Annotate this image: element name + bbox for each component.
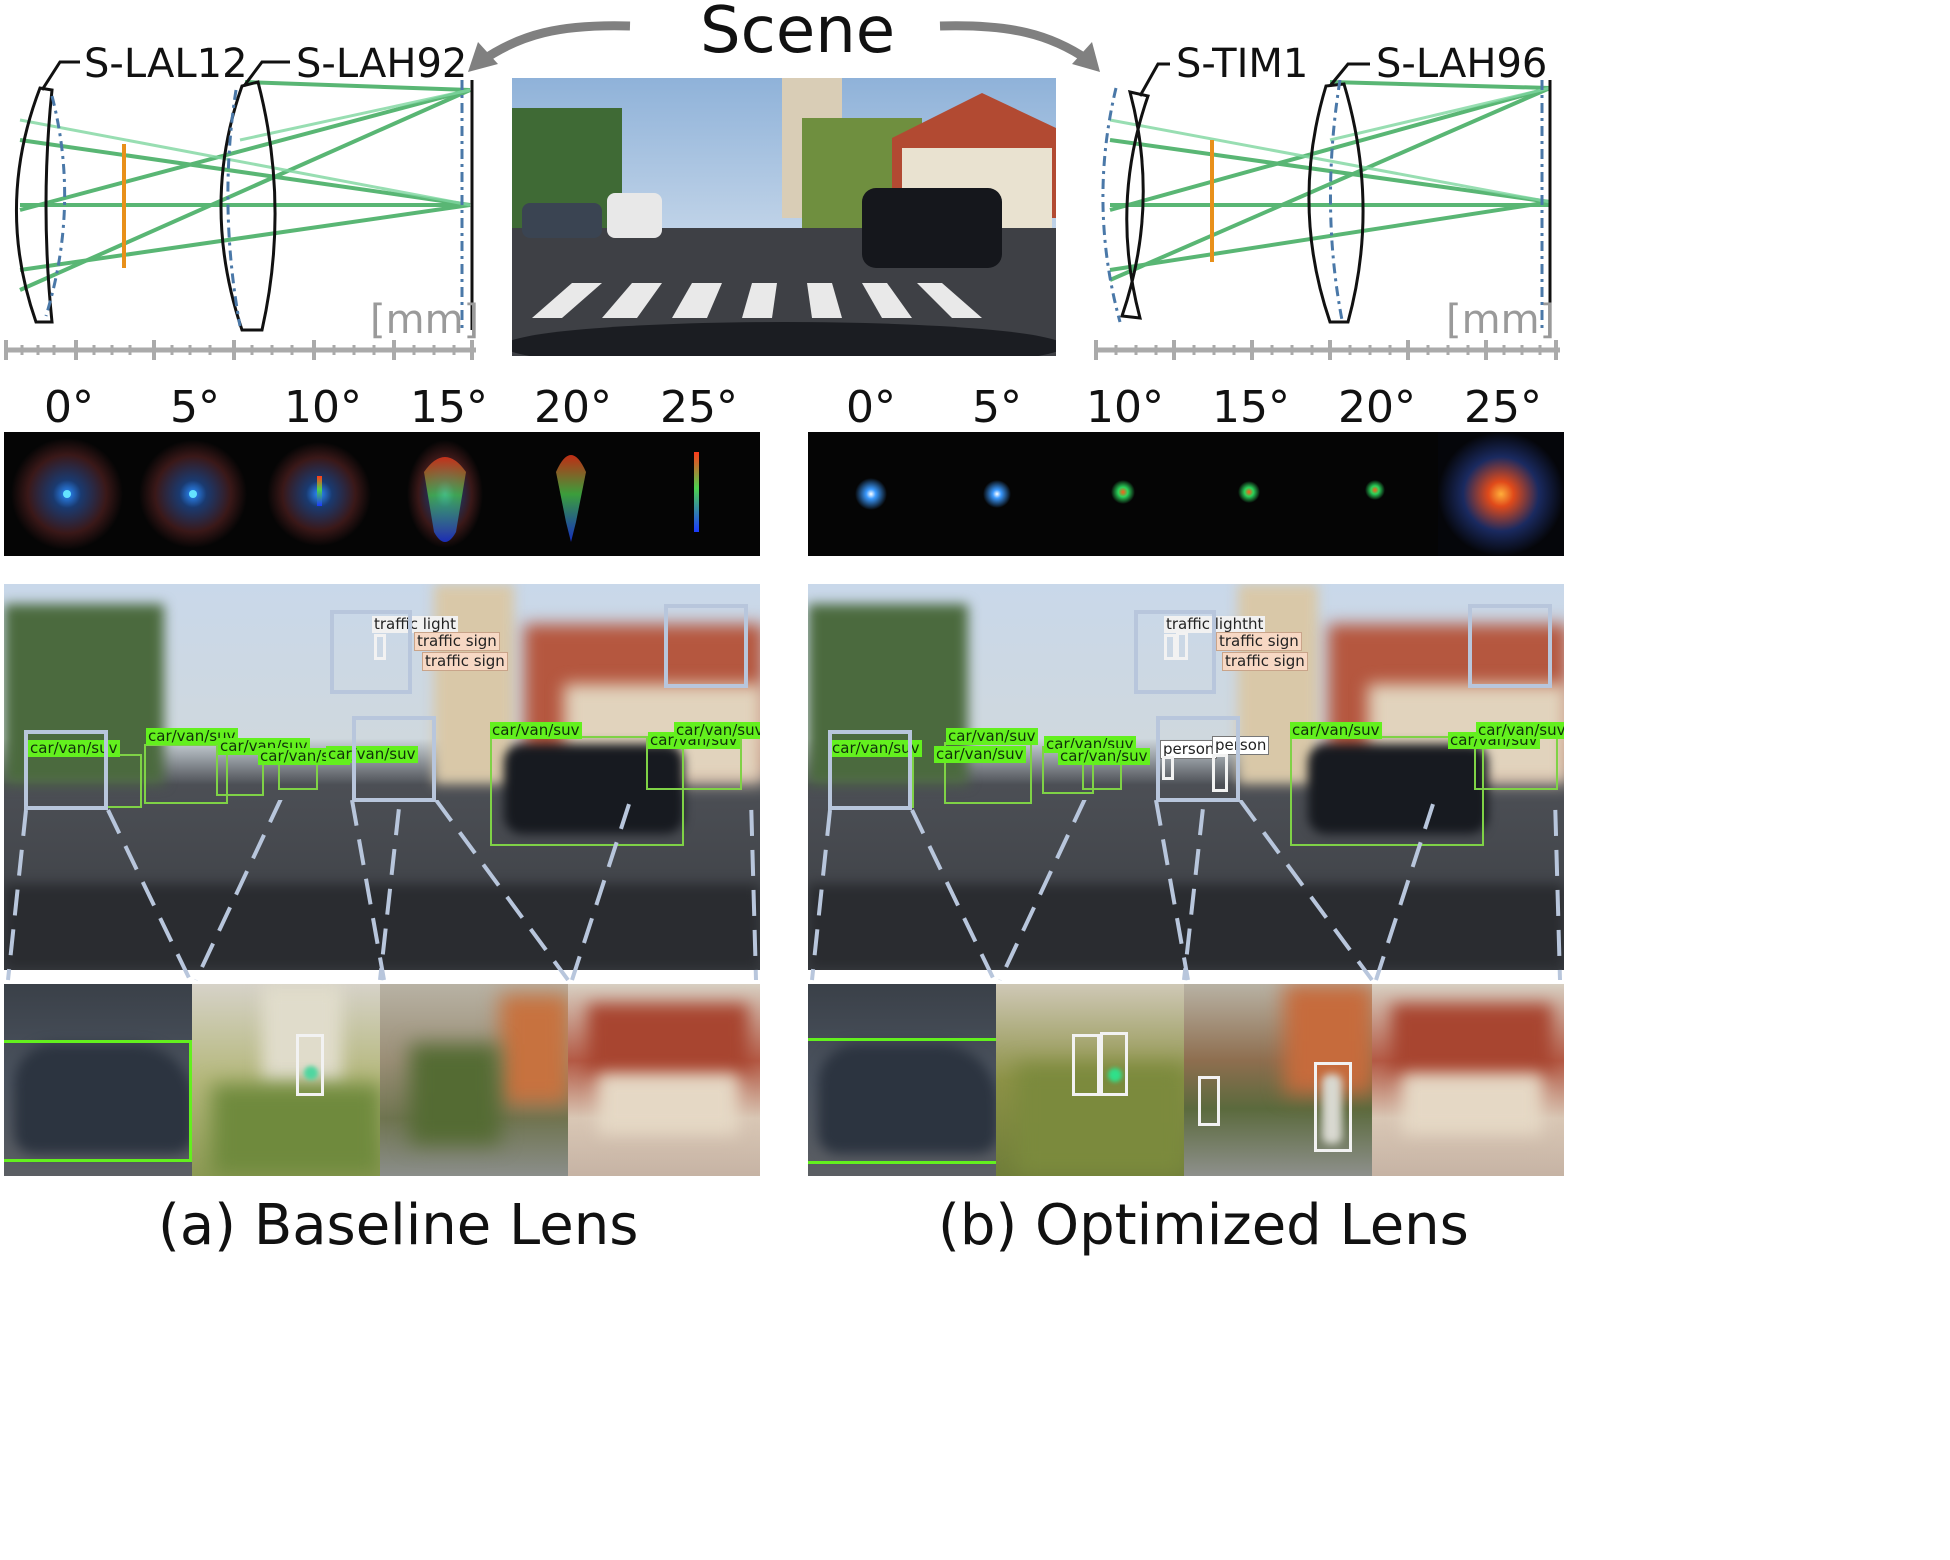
scene-title: Scene: [700, 0, 896, 68]
optimized-mm-label: [mm]: [1446, 297, 1556, 343]
optimized-bbox-traffic-light-1: [1164, 634, 1176, 660]
optimized-psf-10: [1111, 480, 1135, 504]
optimized-psf-25: [1438, 432, 1564, 556]
optimized-label-traffic-sign-2: traffic sign: [1222, 652, 1308, 671]
optimized-crop-person-box-2: [1314, 1062, 1352, 1152]
optimized-lens1: [1119, 90, 1150, 320]
baseline-crop-pedestrian: [380, 984, 568, 1176]
optimized-caption: (b) Optimized Lens: [938, 1193, 1469, 1258]
optimized-angle-20: 20°: [1338, 382, 1416, 433]
baseline-bbox-traffic-light: [374, 634, 386, 660]
optimized-crop-pedestrian: [1184, 984, 1372, 1176]
optimized-zoom-frame-1: [828, 730, 912, 810]
arrow-right-head: [1072, 42, 1100, 72]
optimized-crop-person-box-1: [1198, 1076, 1220, 1126]
optimized-crop-light-box-1: [1072, 1034, 1100, 1096]
baseline-psf-20: [556, 455, 586, 542]
zoom-connectors: [6, 800, 1562, 982]
baseline-label-car-5: car/van/suv: [326, 745, 418, 763]
optimized-zoom-frame-2: [1134, 610, 1216, 694]
optimized-detection-image: car/van/suv car/van/suv car/van/suv car/…: [808, 584, 1564, 970]
baseline-crop-car: [4, 984, 192, 1176]
optimized-crop-house: [1372, 984, 1564, 1176]
optimized-label-car-5: car/van/suv: [1058, 747, 1150, 765]
baseline-angle-5: 5°: [170, 382, 220, 433]
optimized-lens2-label: S-LAH96: [1376, 41, 1548, 87]
baseline-crop-traffic-light: [192, 984, 380, 1176]
baseline-caption: (a) Baseline Lens: [158, 1193, 639, 1258]
optimized-psf-5: [983, 480, 1011, 508]
optimized-angle-5: 5°: [972, 382, 1022, 433]
optimized-bbox-person-2: [1212, 754, 1228, 792]
optimized-crop-traffic-light: [996, 984, 1184, 1176]
baseline-psf-strip: [4, 432, 760, 556]
baseline-mm-label: [mm]: [370, 297, 480, 343]
optimized-lens2: [1307, 82, 1365, 324]
baseline-angle-25: 25°: [660, 382, 738, 433]
baseline-angle-20: 20°: [534, 382, 612, 433]
baseline-crop-house: [568, 984, 760, 1176]
arrow-left: [477, 21, 631, 66]
optimized-crop-car: [808, 984, 996, 1176]
optimized-crop-light-box-2: [1100, 1032, 1128, 1096]
baseline-lens2-label: S-LAH92: [296, 41, 468, 87]
baseline-rays: [19, 80, 471, 292]
optimized-lens-diagram: [1094, 62, 1560, 360]
arrow-left-head: [468, 42, 498, 72]
optimized-angle-0: 0°: [846, 382, 896, 433]
baseline-label-traffic-sign-1: traffic sign: [414, 632, 500, 651]
baseline-angle-10: 10°: [284, 382, 362, 433]
scene-arrows: [468, 21, 1100, 72]
optimized-label-car-3: car/van/suv: [934, 745, 1026, 763]
scene-photo: [512, 78, 1056, 356]
baseline-label-car-1: car/van/suv: [28, 739, 120, 757]
baseline-detection-image: car/van/suv car/van/suv car/van/suv car/…: [4, 584, 760, 970]
baseline-angle-15: 15°: [410, 382, 488, 433]
baseline-zoom-frame-4: [664, 604, 748, 688]
optimized-label-traffic-sign-1: traffic sign: [1216, 632, 1302, 651]
optimized-rays: [1109, 80, 1551, 282]
optimized-label-car-2: car/van/suv: [946, 727, 1038, 745]
optimized-psf-15: [1238, 481, 1260, 503]
optimized-label-car-1: car/van/suv: [830, 739, 922, 757]
baseline-lens1-label: S-LAL12: [84, 41, 248, 87]
baseline-lens2: [219, 80, 277, 332]
optimized-label-car-6: car/van/suv: [1290, 721, 1382, 739]
baseline-lens-diagram: [4, 60, 476, 360]
baseline-zoom-frame-2: [330, 610, 412, 694]
baseline-angle-0: 0°: [44, 382, 94, 433]
baseline-crop-light-box: [296, 1034, 324, 1096]
optimized-psf-0: [855, 478, 887, 510]
baseline-label-car-6: car/van/suv: [490, 721, 582, 739]
baseline-bbox-car-suv: [144, 744, 228, 804]
baseline-label-car-8: car/van/suv: [674, 722, 760, 739]
arrow-right: [939, 21, 1091, 64]
baseline-label-traffic-light: traffic light: [372, 615, 459, 633]
optimized-psf-strip: [808, 432, 1564, 556]
optimized-psf-20: [1365, 480, 1385, 500]
optimized-zoom-frame-4: [1468, 604, 1552, 688]
baseline-lens1: [15, 86, 54, 324]
baseline-psf-25: [694, 452, 699, 532]
optimized-label-car-8: car/van/suv: [1476, 722, 1564, 739]
optimized-lens1-label: S-TIM1: [1176, 41, 1309, 87]
optimized-angle-25: 25°: [1464, 382, 1542, 433]
optimized-label-person-1: person: [1160, 740, 1218, 759]
baseline-zoom-frame-1: [24, 730, 108, 810]
optimized-bbox-person-1: [1162, 756, 1174, 780]
optimized-angle-15: 15°: [1212, 382, 1290, 433]
baseline-label-car-2: car/van/suv: [146, 727, 238, 745]
baseline-label-traffic-sign-2: traffic sign: [422, 652, 508, 671]
optimized-label-person-2: person: [1212, 736, 1270, 755]
optimized-angle-10: 10°: [1086, 382, 1164, 433]
optimized-bbox-traffic-light-2: [1176, 632, 1188, 660]
optimized-bbox-car-big: [1290, 736, 1484, 846]
baseline-zoom-frame-3: [352, 716, 436, 802]
baseline-bbox-car-big: [490, 736, 684, 846]
optimized-zoom-frame-3: [1156, 716, 1240, 802]
